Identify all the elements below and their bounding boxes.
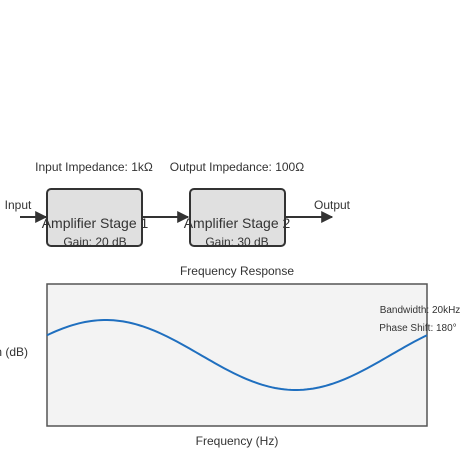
input-impedance-label: Input Impedance: 1kΩ (35, 160, 153, 174)
stage-2-gain: Gain: 30 dB (205, 235, 268, 249)
stage-1-box (46, 188, 143, 247)
output-impedance-label: Output Impedance: 100Ω (170, 160, 304, 174)
bandwidth-annotation: Bandwidth: 20kHz (380, 305, 461, 316)
stage-1-gain: Gain: 20 dB (63, 235, 126, 249)
stage-1-title: Amplifier Stage 1 (42, 215, 149, 231)
plot-title: Frequency Response (180, 264, 294, 278)
frequency-response-curve (46, 319, 428, 391)
input-label: Input (5, 198, 32, 212)
stage-2-title: Amplifier Stage 2 (184, 215, 291, 231)
amplifier-stage-1: Amplifier Stage 1 Gain: 20 dB (42, 188, 149, 249)
plot-y-axis-label: Gain (dB) (0, 345, 28, 359)
stage-2-box (189, 188, 286, 247)
output-label: Output (314, 198, 351, 212)
amplifier-stage-2: Amplifier Stage 2 Gain: 30 dB (184, 188, 291, 249)
plot-x-axis-label: Frequency (Hz) (196, 434, 279, 448)
plot-area (46, 283, 428, 427)
phase-shift-annotation: Phase Shift: 180° (379, 323, 456, 334)
